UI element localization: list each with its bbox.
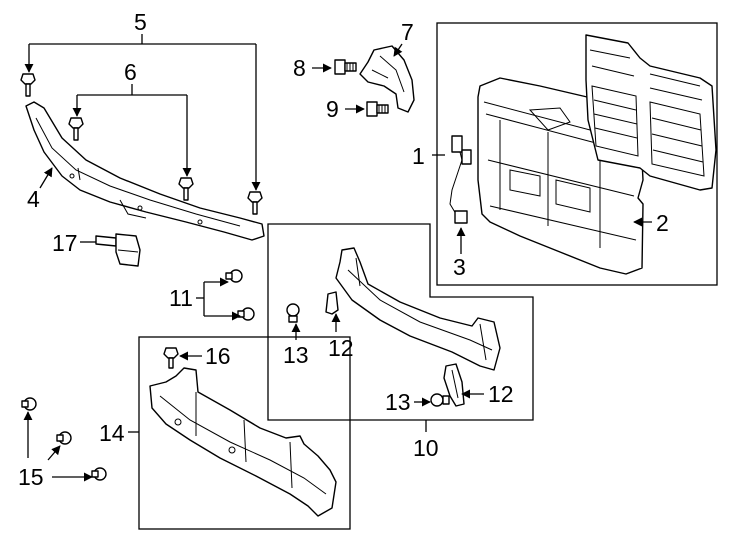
clip-11-upper	[225, 269, 243, 283]
upper-panel	[25, 101, 265, 241]
sensor	[95, 233, 141, 267]
reinforcement-beam	[335, 247, 501, 371]
bolt-8	[334, 59, 357, 75]
bracket	[359, 45, 415, 113]
callout-4: 4	[27, 186, 40, 212]
callout-1: 1	[412, 143, 425, 169]
bolt-16	[163, 347, 179, 369]
absorber-group-box	[138, 336, 351, 530]
harness	[449, 135, 472, 224]
air-shutter	[585, 34, 717, 191]
callout-13-upper: 13	[283, 342, 309, 368]
callout-15: 15	[18, 464, 44, 490]
callout-2: 2	[656, 210, 669, 236]
callout-labels: 1 2 3 4 5 6 7 8 9 10 11 12 12 13 13 14 1…	[18, 9, 669, 490]
bolt-6-left	[68, 117, 84, 141]
callout-13-lower: 13	[385, 389, 411, 415]
leader-lines	[23, 34, 652, 482]
callout-5: 5	[134, 9, 147, 35]
clip-13-upper	[286, 303, 300, 323]
bolt-5-left	[20, 73, 36, 97]
callout-17: 17	[52, 230, 78, 256]
bolt-9	[366, 101, 389, 117]
fastener-15-bottom	[91, 467, 107, 481]
callout-10: 10	[413, 435, 439, 461]
bolt-5-right	[247, 191, 263, 215]
clip-11-lower	[237, 307, 255, 321]
callout-12-upper: 12	[328, 335, 354, 361]
callout-7: 7	[401, 19, 414, 45]
bracket-12-upper	[325, 291, 339, 315]
callout-8: 8	[293, 55, 306, 81]
bolt-6-right	[178, 177, 194, 201]
bracket-12-lower	[443, 363, 465, 407]
energy-absorber	[149, 367, 337, 517]
clip-13-lower	[430, 393, 450, 407]
radiator-support-group-box	[436, 22, 718, 286]
callout-3: 3	[453, 254, 466, 280]
fastener-15-middle	[56, 431, 72, 445]
callout-6: 6	[124, 59, 137, 85]
callout-14: 14	[99, 420, 125, 446]
callout-16: 16	[205, 343, 231, 369]
reinforcement-group-box	[267, 223, 534, 421]
fastener-15-top	[21, 397, 37, 411]
callout-12-lower: 12	[488, 381, 514, 407]
callout-9: 9	[326, 96, 339, 122]
callout-11: 11	[169, 285, 193, 311]
